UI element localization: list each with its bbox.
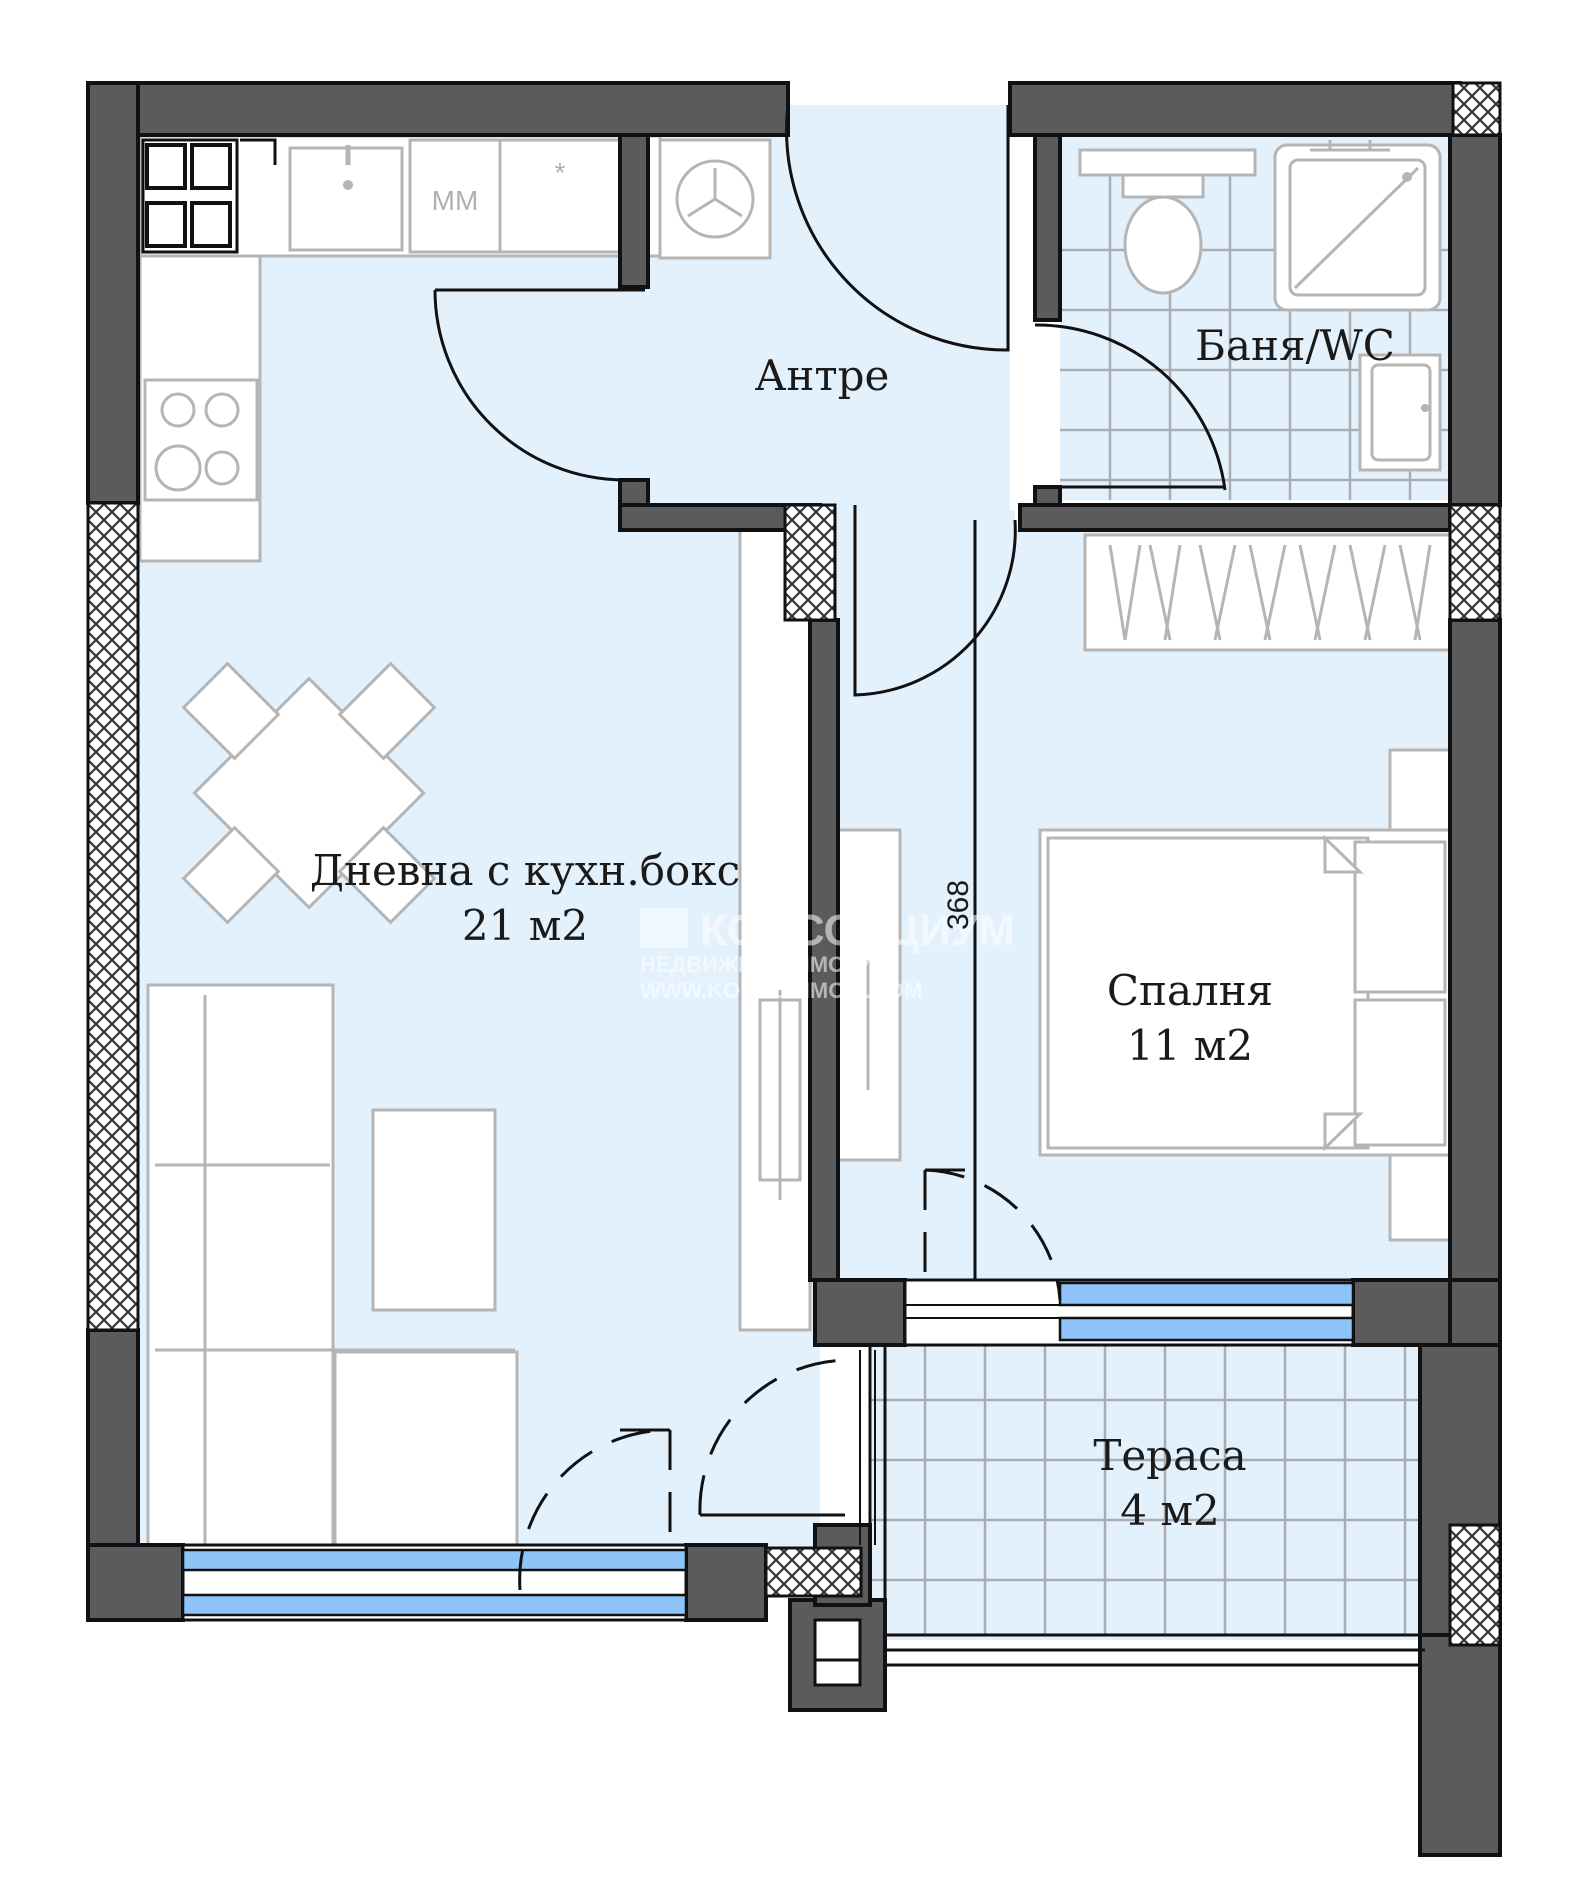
column — [764, 1546, 863, 1598]
dishwasher: ММ — [408, 138, 502, 254]
dishwasher-label: ММ — [432, 185, 479, 216]
bedroom-door — [853, 505, 1017, 697]
wall — [618, 133, 650, 289]
fridge: * — [498, 138, 622, 254]
column — [1448, 1523, 1502, 1647]
tv-unit — [738, 528, 812, 1332]
window-glass — [181, 1548, 688, 1572]
bedroom-area: 11 м2 — [1127, 1021, 1253, 1070]
watermark: КОНСОРЦИУМ НЕДВИЖИМИ ИМОТИ WWW.KONSORIMO… — [640, 906, 1015, 1003]
wall — [1018, 503, 1452, 532]
bathroom-label: Баня/WC — [1195, 321, 1395, 370]
bedroom-wardrobe — [1083, 533, 1452, 652]
wall — [1418, 1633, 1502, 1857]
wall — [1033, 133, 1062, 322]
terrace-door — [923, 1168, 1062, 1301]
toilet — [1078, 148, 1257, 295]
bathroom-tiles — [1060, 150, 1450, 500]
dining-chair — [181, 661, 281, 761]
wall — [86, 81, 140, 505]
wall — [1448, 618, 1502, 1282]
terrace-label: Тераса — [1093, 1431, 1246, 1480]
window-glass — [1058, 1281, 1355, 1307]
coffee-table — [371, 1108, 497, 1312]
bathroom-door — [1034, 323, 1227, 491]
column — [1451, 81, 1502, 137]
pillow — [1353, 840, 1447, 994]
kitchen: ММ * — [138, 134, 662, 563]
cooktop — [143, 378, 259, 502]
corridor-cabinet — [836, 828, 902, 1162]
living-room-area: 21 м2 — [462, 901, 588, 950]
corner-sofa — [146, 983, 519, 1547]
washing-machine — [658, 138, 772, 260]
wall — [808, 618, 840, 1282]
dining-chair — [181, 825, 281, 925]
window-glass — [181, 1593, 688, 1617]
terrace-tiles — [870, 1345, 1425, 1635]
wall — [86, 1543, 185, 1622]
hall-label: Антре — [755, 351, 890, 400]
fridge-symbol: * — [555, 157, 566, 188]
pillow — [1353, 998, 1447, 1147]
column — [783, 503, 837, 622]
watermark-url: WWW.KONSORIMOTI.COM — [640, 978, 922, 1003]
hall-floor — [790, 105, 1010, 510]
wall — [1448, 133, 1502, 507]
structural-columns — [86, 81, 1502, 1647]
room-labels: Дневна с кухн.бокс 21 м2 Антре Баня/WC С… — [310, 321, 1395, 1535]
wall — [1008, 81, 1462, 137]
dining-chair — [337, 825, 437, 925]
terrace-area: 4 м2 — [1120, 1486, 1219, 1535]
walls — [86, 81, 1502, 1857]
bedroom-label: Спалня — [1107, 966, 1273, 1015]
stove-top — [141, 138, 277, 254]
terrace-floor — [870, 1345, 1430, 1640]
column — [1448, 503, 1502, 622]
wall — [813, 1278, 907, 1347]
kitchen-sink — [288, 145, 404, 252]
watermark-brand: КОНСОРЦИУМ — [700, 906, 1015, 955]
corridor-dimension: 368 — [942, 880, 975, 930]
washbasin — [1358, 353, 1442, 472]
dining-chair — [337, 661, 437, 761]
nightstand — [1388, 1153, 1452, 1242]
kitchen-door — [433, 288, 645, 482]
watermark-tagline: НЕДВИЖИМИ ИМОТИ — [640, 952, 874, 977]
bathroom-fixtures — [1078, 140, 1442, 472]
dining-set — [181, 661, 437, 925]
windows — [181, 1278, 1425, 1667]
entrance-door — [785, 104, 1010, 352]
living-room-label: Дневна с кухн.бокс — [310, 846, 740, 895]
double-bed — [1038, 748, 1454, 1242]
living-balcony-door — [518, 1428, 672, 1591]
window-glass — [1058, 1316, 1355, 1342]
wall — [86, 81, 790, 137]
wall — [1351, 1278, 1452, 1347]
nightstand — [1388, 748, 1452, 832]
column — [86, 501, 140, 1332]
wall — [684, 1543, 768, 1622]
doors — [433, 104, 1227, 1591]
